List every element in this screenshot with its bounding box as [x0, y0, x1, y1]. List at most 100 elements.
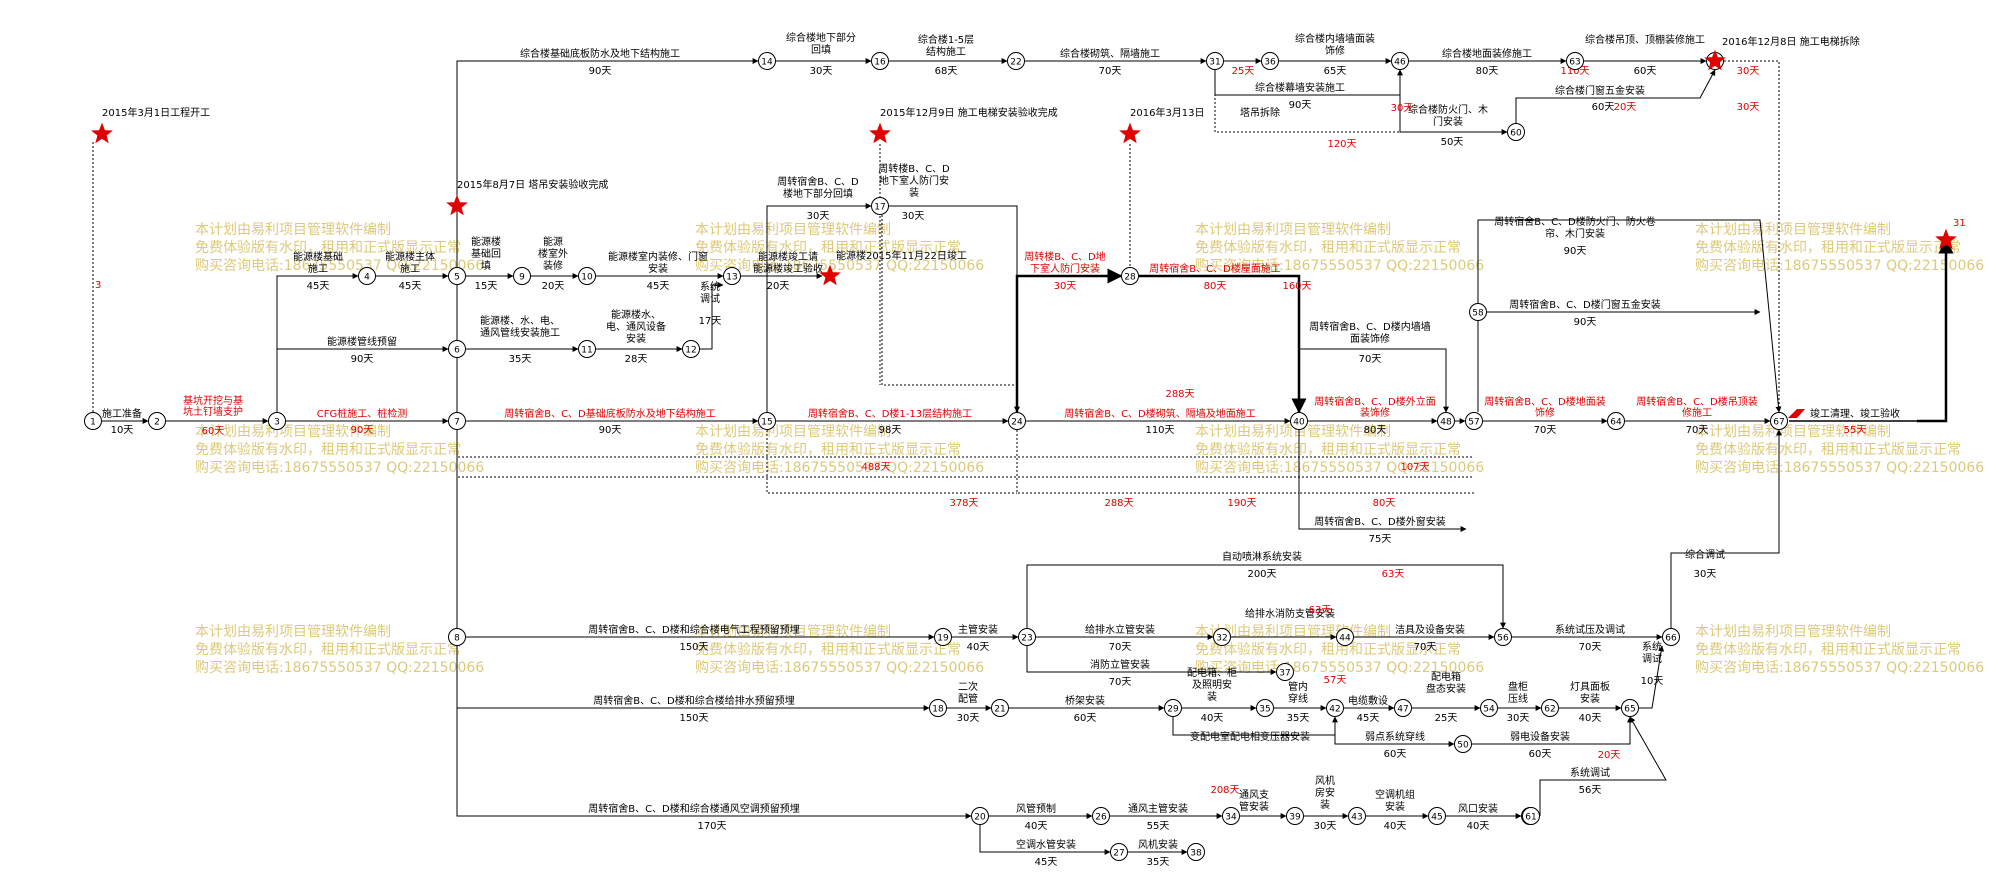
activity-name-label: 装: [1207, 690, 1217, 703]
activity-name-label: 能源: [543, 235, 563, 248]
dotted-link: [1016, 430, 1299, 494]
activity-name-label: 周转宿舍B、C、D楼砌筑、隔墙及地面施工: [1064, 407, 1256, 420]
activity-duration-label: 90天: [1574, 317, 1597, 328]
watermark-line1: 本计划由易利项目管理软件编制: [1695, 424, 1891, 440]
activity-name-label: 及照明安: [1192, 678, 1232, 691]
activity-name-label: 二次: [958, 680, 978, 693]
event-node-circle: [723, 267, 741, 285]
activity-name-label: 通风支: [1239, 789, 1269, 801]
event-node: 29: [1164, 699, 1182, 717]
watermark-line1: 本计划由易利项目管理软件编制: [1695, 624, 1891, 640]
event-node: 64: [1607, 412, 1625, 430]
activity-name-label: 风机安装: [1138, 838, 1178, 851]
event-node-circle: [1428, 807, 1446, 825]
event-node: 22: [1007, 52, 1025, 70]
event-node-circle: [1507, 123, 1525, 141]
activity-name-label: 塔吊拆除: [1240, 106, 1280, 119]
event-node: 19: [934, 628, 952, 646]
activity-name-label: 周转宿舍B、C、D楼和综合楼通风空调预留预埋: [588, 802, 800, 815]
activity-duration-label: 40天: [1201, 713, 1224, 724]
activity-name-label: 系统: [1642, 640, 1662, 653]
milestone-label: 2016年3月13日: [1130, 106, 1205, 119]
event-node-circle: [1092, 807, 1110, 825]
activity-name-label: 能源楼竣工验收: [753, 262, 823, 275]
event-node: 12: [682, 340, 700, 358]
event-node-number: 21: [994, 705, 1005, 715]
float-label: 288天: [1165, 389, 1194, 400]
float-label: 30天: [1737, 102, 1760, 113]
activity-name-label: 楼室外: [538, 247, 568, 260]
activity-name-label: 洁具及设备安装: [1395, 623, 1465, 636]
activity-name-label: 下室人防门安装: [1030, 262, 1100, 275]
activity-duration-label: 80天: [1476, 66, 1499, 77]
critical-path-arrow: [1139, 274, 1307, 414]
activity-name-label: 施工准备: [102, 407, 142, 420]
activity-path: [1298, 348, 1449, 413]
activity-name-label: 填: [481, 259, 491, 272]
activity-duration-label: 80天: [1204, 281, 1227, 292]
event-node-circle: [1454, 735, 1472, 753]
milestone-markers: [91, 49, 1957, 286]
event-node: 7: [448, 412, 466, 430]
float-label: 57天: [1324, 675, 1347, 686]
activity-name-label: 周转宿舍B、C、D楼1-13层结构施工: [808, 407, 972, 420]
event-node-circle: [358, 267, 376, 285]
activity-name-label: 地下室人防门安: [879, 174, 949, 187]
event-node-circle: [1336, 628, 1354, 646]
event-node: 1: [84, 412, 102, 430]
event-node-circle: [1164, 699, 1182, 717]
milestone-label: 3: [95, 280, 101, 291]
activity-duration-label: 70天: [1109, 677, 1132, 688]
float-label: 110天: [1560, 66, 1589, 77]
watermark-line3: 购买咨询电话:18675550537 QQ:22150066: [695, 660, 984, 676]
float-label: 107天: [1400, 462, 1429, 473]
event-node-circle: [578, 267, 596, 285]
event-node: 4: [358, 267, 376, 285]
activity-name-label: 通风管线安装施工: [480, 326, 560, 339]
activity-path: [979, 825, 1111, 855]
event-node-circle: [871, 52, 889, 70]
event-node-number: 1: [90, 418, 96, 428]
watermark-line1: 本计划由易利项目管理软件编制: [695, 222, 891, 238]
event-node: 24: [1008, 412, 1026, 430]
activity-duration-label: 75天: [1369, 534, 1392, 545]
activity-path: [1026, 564, 1506, 629]
activity-duration-label: 45天: [647, 281, 670, 292]
event-node-number: 5: [454, 273, 460, 283]
activity-path: [1399, 70, 1508, 135]
activity-path: [889, 205, 1020, 413]
activity-duration-label: 55天: [1844, 425, 1867, 436]
activity-name-label: 装: [909, 186, 919, 199]
event-node-number: 24: [1011, 418, 1023, 428]
activity-duration-label: 17天: [699, 316, 722, 327]
event-node: 58: [1469, 303, 1487, 321]
milestone-label: 2015年3月1日工程开工: [102, 106, 210, 119]
finish-milestone-star-icon: [1935, 228, 1957, 250]
watermark-line2: 免费体验版有水印，租用和正式版显示正常: [195, 240, 461, 256]
activity-duration-label: 45天: [1035, 857, 1058, 868]
activity-duration-label: 90天: [1289, 100, 1312, 111]
activity-duration-label: 35天: [1287, 713, 1310, 724]
finish-flag-icon: [1788, 409, 1805, 418]
float-label: 120天: [1327, 139, 1356, 150]
event-node-number: 2: [154, 418, 160, 428]
activity-duration-label: 20天: [542, 281, 565, 292]
event-node-number: 64: [1610, 418, 1622, 428]
event-node-number: 26: [1095, 813, 1107, 823]
event-node-number: 17: [874, 203, 885, 213]
event-node-number: 8: [454, 634, 460, 644]
activity-name-label: 周转楼B、C、D: [878, 162, 950, 175]
event-node-circle: [758, 412, 776, 430]
event-node-number: 36: [1264, 58, 1276, 68]
activity-duration-label: 70天: [1534, 425, 1557, 436]
watermark-line2: 免费体验版有水印，租用和正式版显示正常: [1195, 642, 1461, 658]
branch-arrow: [276, 346, 449, 412]
activity-name-label: 系统试压及调试: [1555, 623, 1625, 636]
event-node-circle: [1290, 412, 1308, 430]
activity-name-label: 配管: [958, 692, 978, 705]
activity-name-label: 坑土钉墙支护: [183, 405, 243, 418]
activity-duration-label: 90天: [589, 66, 612, 77]
event-node-number: 37: [1279, 669, 1290, 679]
event-node-number: 27: [1113, 849, 1124, 859]
event-node: 16: [871, 52, 889, 70]
